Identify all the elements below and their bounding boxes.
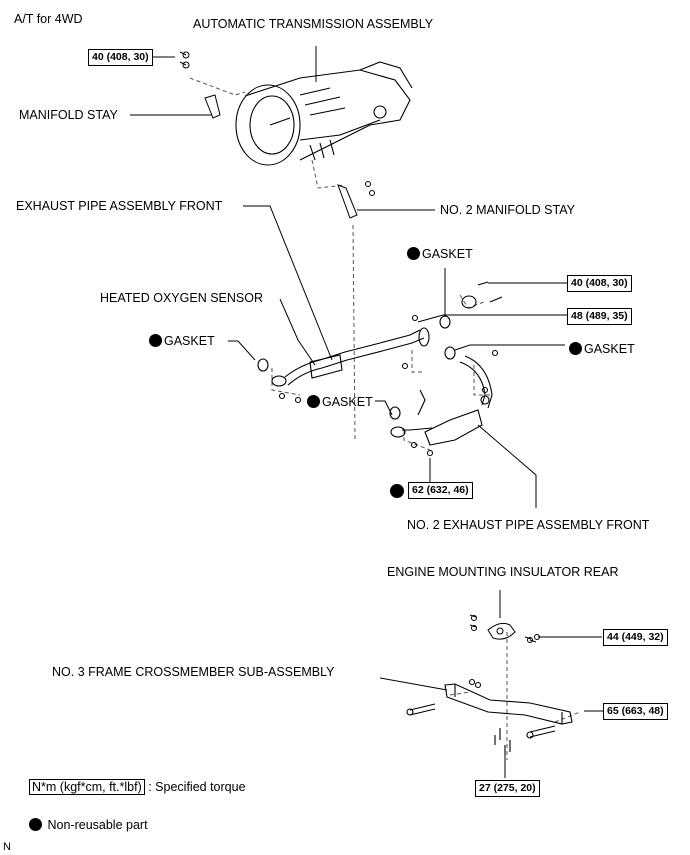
manifold-stay-drawing: [179, 51, 221, 119]
label-gasket-right: GASKET: [569, 342, 635, 356]
label-crossmember: NO. 3 FRAME CROSSMEMBER SUB-ASSEMBLY: [52, 665, 335, 679]
torque-exhaust-mid: 48 (489, 35): [567, 308, 632, 325]
label-no2-manifold-stay: NO. 2 MANIFOLD STAY: [440, 203, 575, 217]
torque-engine-mount: 44 (449, 32): [603, 629, 668, 646]
legend-torque: N*m (kgf*cm, ft.*lbf) : Specified torque: [29, 779, 246, 795]
non-reusable-icon: [569, 342, 582, 355]
alignment-lines: [189, 77, 581, 760]
legend-torque-units: N*m (kgf*cm, ft.*lbf): [29, 779, 145, 795]
no2-exhaust-pipe-drawing: [390, 349, 499, 457]
non-reusable-icon: [407, 247, 420, 260]
gasket-lower-text: GASKET: [322, 395, 373, 409]
legend-non-reusable-text: Non-reusable part: [47, 818, 148, 832]
gasket-upper-text: GASKET: [422, 247, 473, 261]
label-manifold-stay: MANIFOLD STAY: [19, 108, 118, 122]
torque-crossmember-bottom: 27 (275, 20): [475, 780, 540, 797]
variant-title: A/T for 4WD: [14, 12, 83, 26]
label-exhaust-pipe-front: EXHAUST PIPE ASSEMBLY FRONT: [16, 199, 223, 213]
engine-mount-drawing: [469, 614, 540, 643]
legend-non-reusable: Non-reusable part: [29, 818, 148, 832]
transmission-drawing: [235, 61, 413, 166]
torque-crossmember-side: 65 (663, 48): [603, 703, 668, 720]
torque-exhaust-nut: 62 (632, 46): [408, 482, 473, 499]
non-reusable-icon: [149, 334, 162, 347]
label-no2-exhaust-pipe-front: NO. 2 EXHAUST PIPE ASSEMBLY FRONT: [407, 518, 650, 532]
gasket-left-text: GASKET: [164, 334, 215, 348]
torque-exhaust-upper: 40 (408, 30): [567, 275, 632, 292]
torque-manifold-stay: 40 (408, 30): [88, 49, 153, 66]
no2-manifold-stay-drawing: [337, 181, 375, 219]
gasket-right-text: GASKET: [584, 342, 635, 356]
label-gasket-left: GASKET: [149, 334, 215, 348]
label-transmission: AUTOMATIC TRANSMISSION ASSEMBLY: [193, 17, 434, 31]
non-reusable-icon: [307, 395, 320, 408]
label-gasket-upper: GASKET: [407, 247, 473, 261]
footer-mark: N: [3, 841, 11, 853]
exhaust-pipe-front-drawing: [257, 281, 503, 420]
label-engine-mounting-insulator: ENGINE MOUNTING INSULATOR REAR: [387, 565, 619, 579]
label-heated-oxygen-sensor: HEATED OXYGEN SENSOR: [100, 291, 263, 305]
label-gasket-lower: GASKET: [307, 395, 373, 409]
non-reusable-icon: [390, 484, 404, 498]
leader-lines: [130, 46, 603, 778]
non-reusable-icon: [29, 818, 42, 831]
legend-torque-desc: : Specified torque: [148, 780, 246, 794]
crossmember-drawing: [406, 678, 573, 755]
